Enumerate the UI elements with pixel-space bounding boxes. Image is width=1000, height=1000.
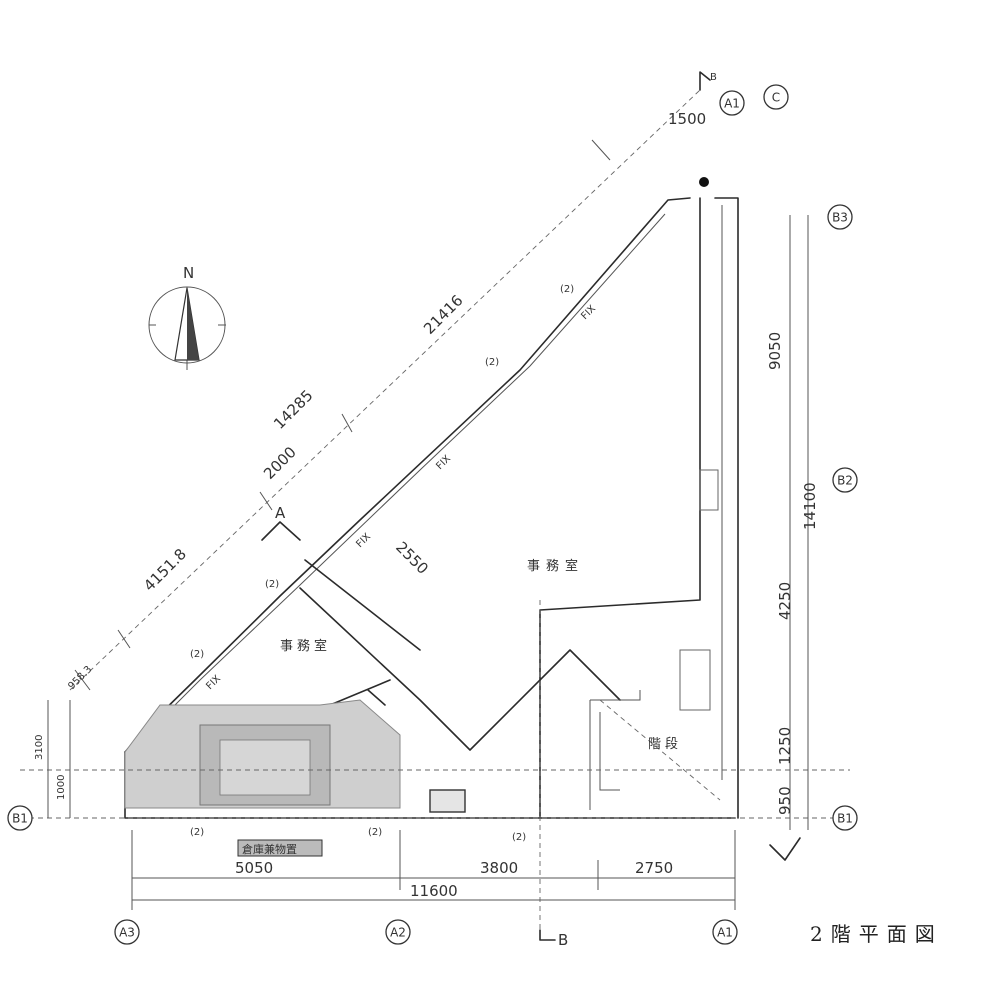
dim-diag-total: 21416 [420,291,466,337]
room-office-small: 事務室 [280,638,331,654]
dim-right-4250: 4250 [776,582,794,620]
room-lower: 倉庫兼物置 [242,842,297,856]
dim-right-9050: 9050 [766,332,784,370]
grid-markers: A3 A2 A1 A1 C B3 B2 B1 B1 [7,84,858,945]
dim-diag-2: 14285 [270,386,316,432]
grid-a1-bottom: A1 [717,926,733,940]
bottom-dimensions [47,700,736,910]
window-count-6: (2) [368,827,382,838]
section-mark-b: B [558,931,568,949]
dim-right-14100: 14100 [801,482,819,530]
window-label-fix-4: FIX [204,673,223,692]
north-arrow: N [148,264,226,370]
window-count-4: (2) [190,649,204,660]
dim-diag-5: 958.3 [66,664,94,692]
window-count-1: (2) [560,284,574,295]
lower-room-fill [124,699,466,813]
room-stairs: 階段 [648,737,682,752]
reference-point-dot [699,177,709,187]
window-label-fix-1: FIX [579,303,598,322]
window-count-7: (2) [512,832,526,843]
grid-b3: B3 [832,211,848,225]
stairs [589,469,721,810]
dim-top-1500: 1500 [668,110,706,128]
window-count-3: (2) [265,579,279,590]
section-mark-b-top: B [710,72,717,83]
diagonal-dimension-lines [69,89,701,691]
room-office-main: 事務室 [527,558,584,574]
grid-a1-top: A1 [724,97,740,111]
drawing-title: 2階平面図 [810,922,943,946]
grid-a3: A3 [119,926,135,940]
dim-left-2: 1000 [56,775,67,800]
room-labels: 事務室 事務室 階段 倉庫兼物置 [237,558,682,857]
dim-diag-4: 4151.8 [140,545,190,595]
grid-b1-left: B1 [12,812,28,826]
dim-left-1: 3100 [34,735,45,760]
dim-bottom-total: 11600 [410,882,458,900]
section-marks: A B B [261,71,801,949]
grid-lines [20,215,850,930]
dim-bottom-3800: 3800 [480,859,518,877]
window-label-fix-3: FIX [354,531,373,550]
grid-b1: B1 [837,812,853,826]
grid-c-top: C [772,91,780,105]
window-label-fix-2: FIX [434,453,453,472]
window-count-2: (2) [485,357,499,368]
section-mark-a: A [275,504,286,522]
dim-inner-2550: 2550 [392,538,432,578]
dim-right-1250: 1250 [776,727,794,765]
dim-right-950: 950 [776,786,794,815]
window-count-5: (2) [190,827,204,838]
grid-b2: B2 [837,474,853,488]
dim-bottom-5050: 5050 [235,859,273,877]
north-label: N [183,264,194,282]
dim-bottom-2750: 2750 [635,859,673,877]
grid-a2: A2 [390,926,406,940]
